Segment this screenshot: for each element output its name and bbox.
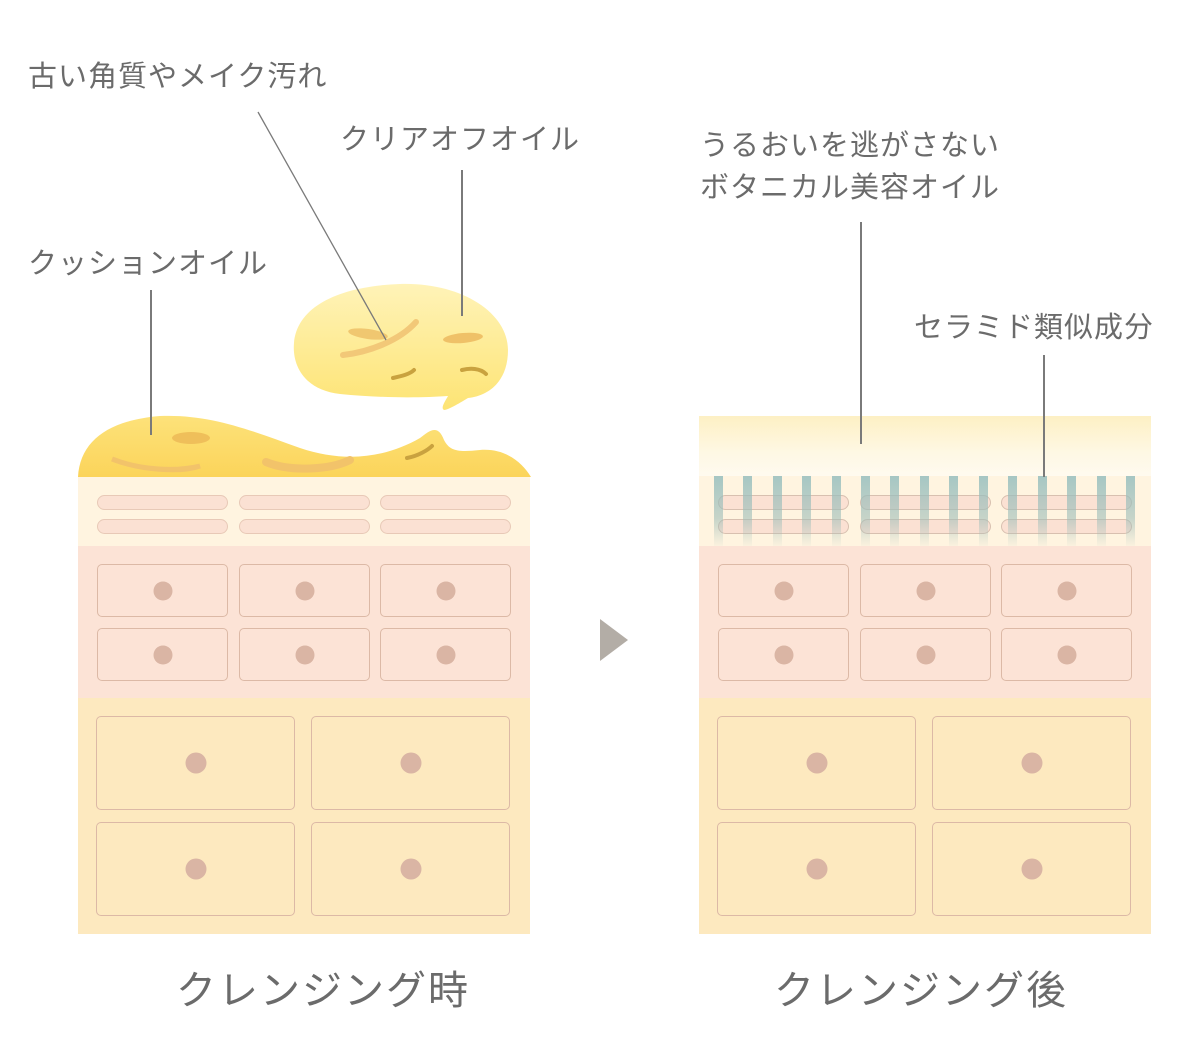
label-botanical-oil-line1: うるおいを逃がさない (700, 128, 1001, 162)
caption-after: クレンジング後 (774, 968, 1068, 1014)
keratin-cell (380, 495, 511, 510)
nucleus (806, 752, 827, 774)
keratin-cell (97, 519, 228, 534)
keratin-cell (718, 495, 849, 510)
nucleus (1021, 752, 1042, 774)
ceramide-bar (802, 476, 811, 546)
nucleus (295, 581, 314, 600)
leader-line-ceramide (1043, 355, 1045, 477)
ceramide-bar (743, 476, 752, 546)
leader-line-clear-off-oil (461, 170, 463, 316)
dermis-cell (311, 822, 510, 916)
botanical-oil-layer (699, 416, 1151, 478)
dermis-cell (96, 716, 295, 810)
nucleus (185, 752, 206, 774)
dermis-cell (932, 822, 1131, 916)
ceramide-bar (890, 476, 899, 546)
epidermis-cell (380, 564, 511, 617)
epidermis-cell (97, 564, 228, 617)
cushion-oil-shape (78, 415, 531, 477)
caption-before: クレンジング時 (176, 968, 470, 1014)
label-old-keratin: 古い角質やメイク汚れ (28, 59, 328, 93)
ceramide-bar (920, 476, 929, 546)
keratin-cell (97, 495, 228, 510)
skin-diagram-before (78, 476, 530, 992)
ceramide-bar (1038, 476, 1047, 546)
horny-layer (699, 476, 1151, 546)
ceramide-bar (714, 476, 723, 546)
keratin-cell (239, 519, 370, 534)
dermis-cell (96, 822, 295, 916)
epidermis-cell (97, 628, 228, 681)
label-ceramide: セラミド類似成分 (914, 310, 1155, 344)
keratin-cell (718, 519, 849, 534)
ceramide-bar (773, 476, 782, 546)
ceramide-bar (1126, 476, 1135, 546)
dermis-cell (717, 822, 916, 916)
nucleus (436, 581, 455, 600)
nucleus (774, 581, 793, 600)
leader-line-botanical-oil (860, 222, 862, 444)
epidermis-cell (380, 628, 511, 681)
epidermis-cell (860, 564, 991, 617)
ceramide-bar (1097, 476, 1106, 546)
play-triangle-icon (600, 619, 628, 661)
dermis-layer (78, 698, 530, 934)
dermis-cell (311, 716, 510, 810)
epidermis-cell (239, 564, 370, 617)
dermis-layer (699, 698, 1151, 934)
nucleus (806, 858, 827, 880)
epidermis-cell (1001, 564, 1132, 617)
label-cushion-oil: クッションオイル (28, 246, 269, 280)
nucleus (400, 858, 421, 880)
nucleus (295, 645, 314, 664)
ceramide-bar (832, 476, 841, 546)
horny-layer (78, 476, 530, 546)
keratin-cell (239, 495, 370, 510)
ceramide-bar (1067, 476, 1076, 546)
skin-diagram-after (699, 416, 1151, 992)
nucleus (153, 645, 172, 664)
ceramide-bar (1008, 476, 1017, 546)
nucleus (185, 858, 206, 880)
nucleus (916, 581, 935, 600)
ceramide-bar (949, 476, 958, 546)
clear-off-oil-bubble (293, 283, 508, 410)
ceramide-bar (861, 476, 870, 546)
epidermis-layer (78, 546, 530, 698)
dermis-cell (932, 716, 1131, 810)
nucleus (1057, 645, 1076, 664)
epidermis-cell (1001, 628, 1132, 681)
nucleus (436, 645, 455, 664)
epidermis-cell (239, 628, 370, 681)
nucleus (400, 752, 421, 774)
nucleus (1021, 858, 1042, 880)
epidermis-cell (718, 564, 849, 617)
nucleus (774, 645, 793, 664)
keratin-cell (380, 519, 511, 534)
ceramide-bar (979, 476, 988, 546)
nucleus (153, 581, 172, 600)
nucleus (1057, 581, 1076, 600)
epidermis-layer (699, 546, 1151, 698)
dermis-cell (717, 716, 916, 810)
leader-line-cushion-oil (150, 290, 152, 435)
epidermis-cell (718, 628, 849, 681)
nucleus (916, 645, 935, 664)
epidermis-cell (860, 628, 991, 681)
label-botanical-oil-line2: ボタニカル美容オイル (700, 170, 1001, 204)
